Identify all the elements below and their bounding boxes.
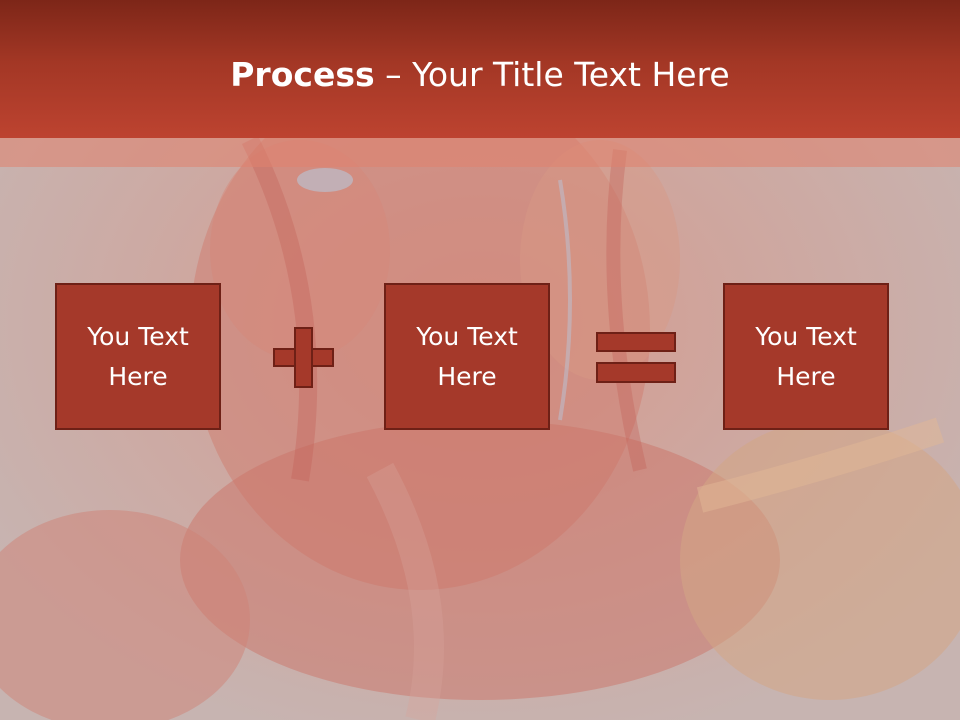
title-bar [0, 0, 960, 138]
title-band [0, 138, 960, 167]
equals-icon [596, 332, 676, 384]
plus-icon [273, 327, 334, 388]
process-box-2[interactable]: You Text Here [384, 283, 550, 430]
process-box-2-text: You Text Here [416, 321, 518, 391]
slide-title-dash: – [374, 55, 413, 94]
slide-title: Process – Your Title Text Here [0, 54, 960, 96]
slide-title-rest: Your Title Text Here [412, 55, 730, 94]
slide-title-bold: Process [230, 55, 375, 94]
process-box-1[interactable]: You Text Here [55, 283, 221, 430]
process-box-3-text: You Text Here [755, 321, 857, 391]
process-box-3[interactable]: You Text Here [723, 283, 889, 430]
process-box-1-text: You Text Here [87, 321, 189, 391]
